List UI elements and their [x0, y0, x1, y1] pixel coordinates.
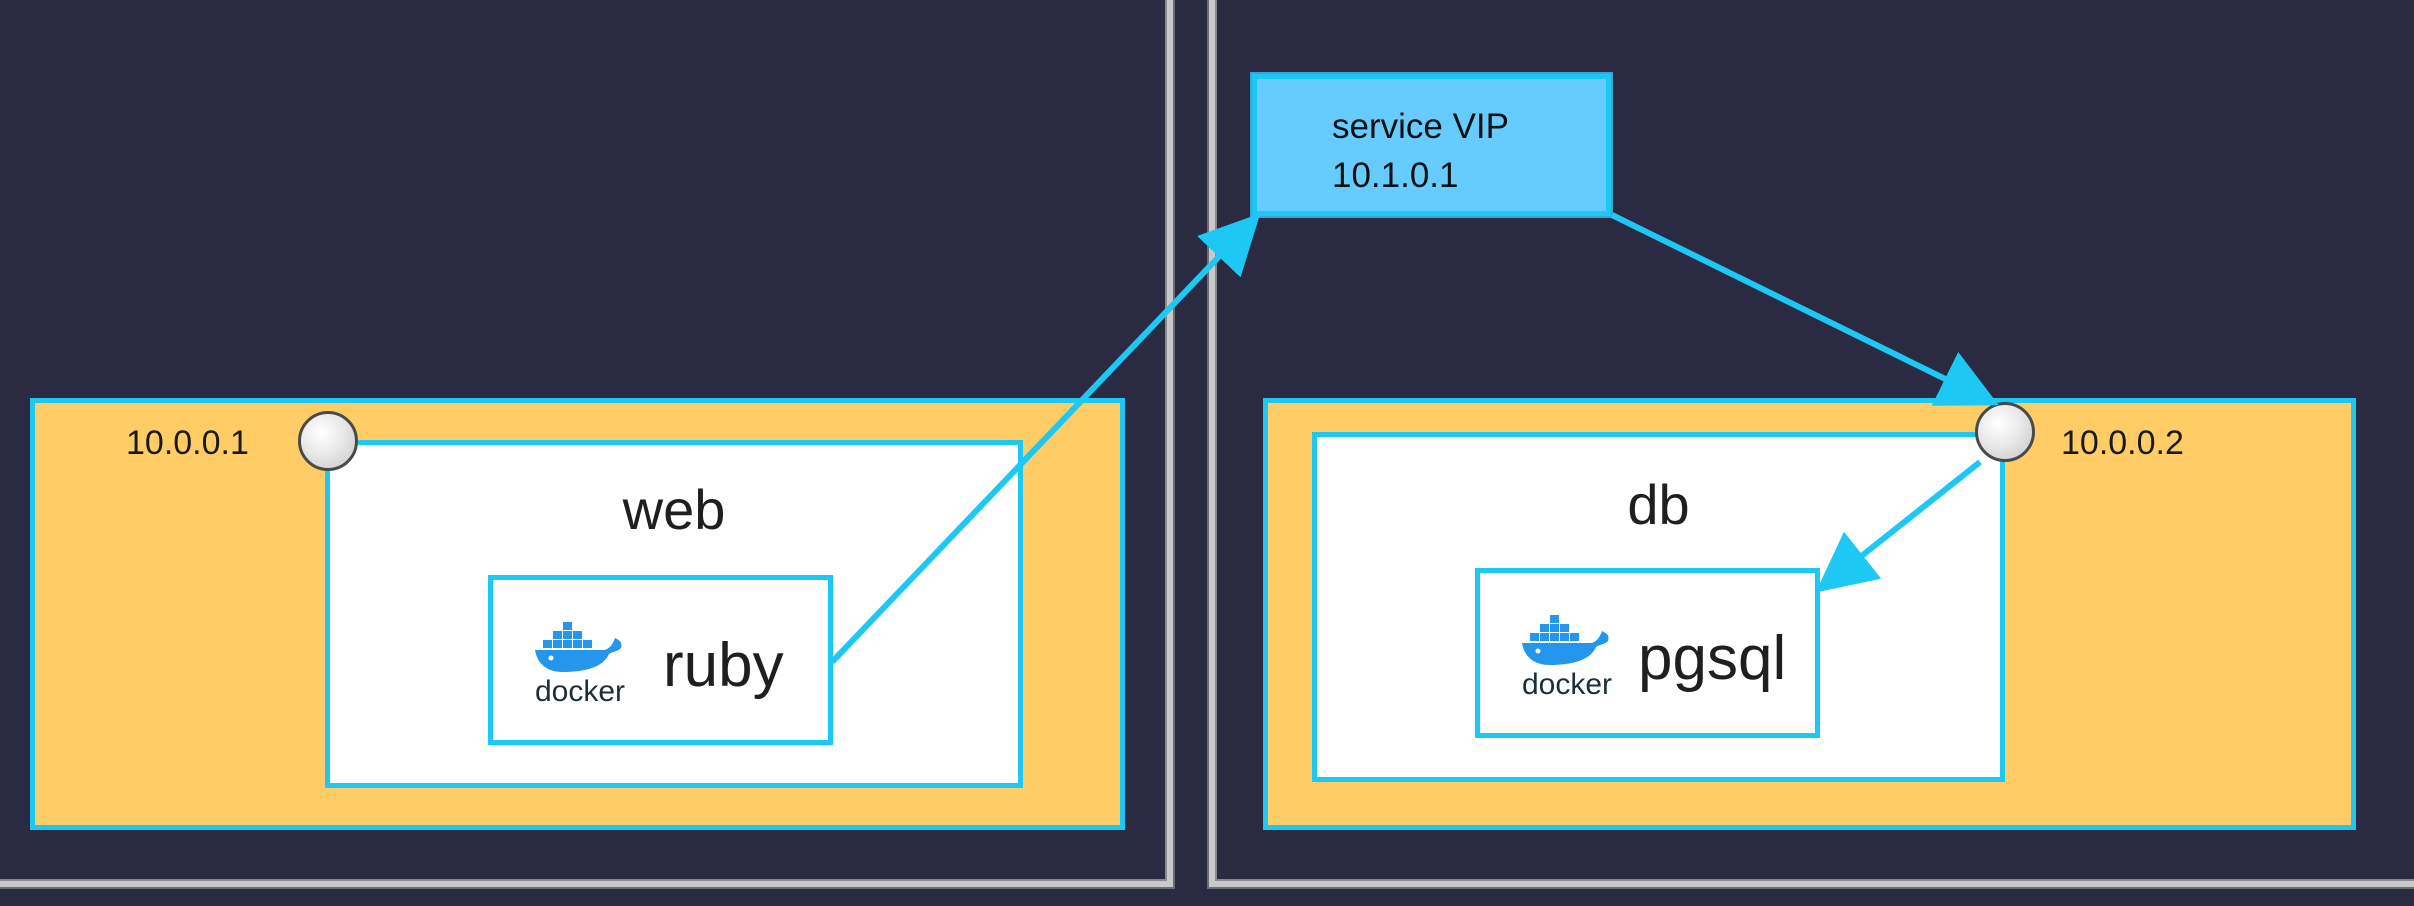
- db-pod-title: db: [1627, 473, 1690, 536]
- docker-wordmark: docker: [535, 675, 626, 708]
- service-vip-box: service VIP 10.1.0.1: [1252, 74, 1611, 216]
- arrow-db-port-to-pgsql: [1815, 459, 1982, 593]
- ruby-container-name: ruby: [663, 631, 784, 700]
- arrow-ruby-to-service: [829, 213, 1261, 665]
- docker-whale-icon: [535, 622, 622, 672]
- right-node-ip: 10.0.0.2: [2061, 424, 2184, 462]
- docker-whale-icon: [1522, 615, 1609, 665]
- ruby-container: docker ruby: [488, 575, 833, 745]
- pgsql-container-name: pgsql: [1638, 624, 1787, 693]
- right-node-port-icon: [1975, 402, 2035, 462]
- docker-wordmark: docker: [1522, 668, 1613, 701]
- service-vip-label: service VIP: [1332, 107, 1509, 146]
- left-node-ip: 10.0.0.1: [126, 424, 249, 462]
- service-vip-address: 10.1.0.1: [1332, 156, 1459, 195]
- left-node-port-icon: [298, 411, 358, 471]
- web-pod-title: web: [622, 478, 726, 541]
- pgsql-container: docker pgsql: [1475, 568, 1820, 738]
- arrow-service-to-db-port: [1610, 212, 1999, 406]
